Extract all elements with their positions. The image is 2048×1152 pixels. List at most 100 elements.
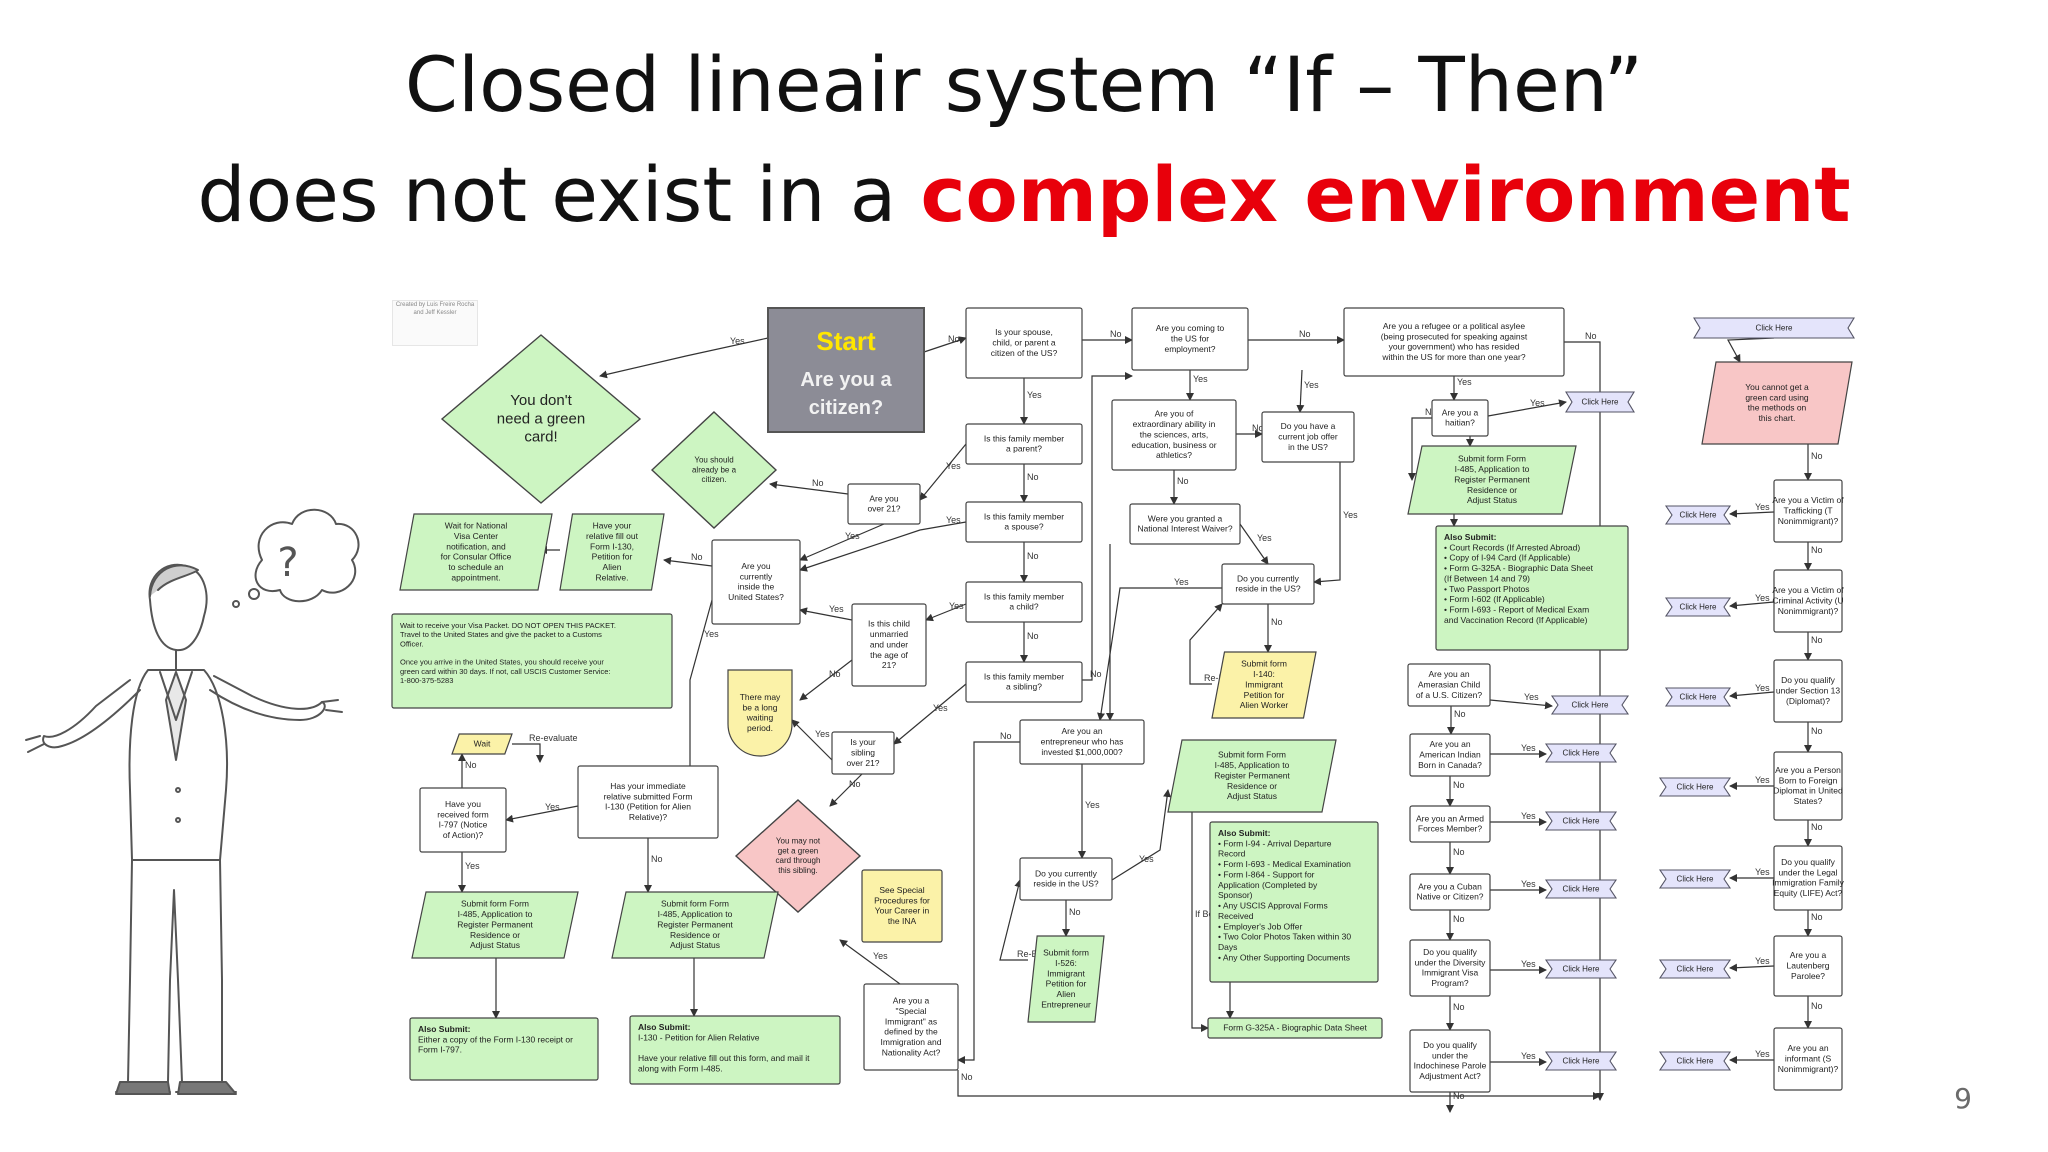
- node-text: Lautenberg: [1786, 960, 1829, 970]
- click-here-label[interactable]: Click Here: [1680, 602, 1717, 611]
- process-box: [629, 1015, 841, 1085]
- click-here-link[interactable]: Click Here: [1658, 959, 1732, 979]
- link-banner[interactable]: [1544, 879, 1618, 899]
- node-text: I-140:: [1253, 669, 1275, 679]
- click-here-link[interactable]: Click Here: [1658, 777, 1732, 797]
- link-banner[interactable]: [1658, 1051, 1732, 1071]
- connector-label: No: [1110, 329, 1122, 339]
- click-here-label[interactable]: Click Here: [1677, 1056, 1714, 1065]
- click-here-label[interactable]: Click Here: [1677, 964, 1714, 973]
- process-box: [1773, 479, 1843, 543]
- click-here-link[interactable]: Click Here: [1565, 391, 1635, 413]
- node-text: Were you granted a: [1148, 513, 1223, 523]
- process-box: [965, 501, 1083, 543]
- click-here-link[interactable]: Click Here: [1550, 695, 1630, 715]
- node-text: Immigration and: [881, 1037, 942, 1047]
- node-text: Is this child: [868, 619, 910, 629]
- node-text: Register Permanent: [1454, 474, 1530, 484]
- node-text: Register Permanent: [657, 919, 733, 929]
- node-text: a spouse?: [1004, 522, 1043, 532]
- link-banner[interactable]: [1565, 391, 1635, 413]
- click-here-link[interactable]: Click Here: [1544, 879, 1618, 899]
- node-text: Wait for National: [445, 521, 508, 531]
- click-here-link[interactable]: Click Here: [1658, 869, 1732, 889]
- connector-arrow: [1189, 603, 1223, 685]
- click-here-label[interactable]: Click Here: [1563, 816, 1600, 825]
- click-here-link[interactable]: Click Here: [1664, 687, 1732, 707]
- click-here-label[interactable]: Click Here: [1572, 700, 1609, 709]
- node-text: Trafficking (T: [1783, 505, 1832, 515]
- node-text: • Any USCIS Approval Forms: [1218, 901, 1328, 911]
- click-here-link[interactable]: Click Here: [1544, 743, 1618, 763]
- node-text: Adjust Status: [1467, 495, 1517, 505]
- process-box: [1111, 399, 1237, 471]
- click-here-link[interactable]: Click Here: [1544, 811, 1618, 831]
- node-text: Alien: [1057, 989, 1076, 999]
- link-banner[interactable]: [1664, 687, 1732, 707]
- connector-label: Yes: [1343, 510, 1358, 520]
- click-here-link[interactable]: Click Here: [1544, 1051, 1618, 1071]
- link-banner[interactable]: [1658, 777, 1732, 797]
- node-text: the age of: [870, 650, 908, 660]
- connector-arrow: [799, 607, 853, 621]
- link-banner[interactable]: [1693, 317, 1855, 339]
- link-banner[interactable]: [1544, 811, 1618, 831]
- click-here-label[interactable]: Click Here: [1680, 692, 1717, 701]
- node-text: in the US?: [1288, 442, 1328, 452]
- click-here-label[interactable]: Click Here: [1677, 782, 1714, 791]
- connector-label: No: [1453, 1002, 1465, 1012]
- connector-arrow: [1487, 399, 1567, 417]
- node-text: Residence or: [1227, 781, 1277, 791]
- click-here-label[interactable]: Click Here: [1677, 874, 1714, 883]
- click-here-link[interactable]: Click Here: [1658, 1051, 1732, 1071]
- click-here-link[interactable]: Click Here: [1664, 505, 1732, 525]
- click-here-label[interactable]: Click Here: [1563, 748, 1600, 757]
- click-here-link[interactable]: Click Here: [1693, 317, 1855, 339]
- click-here-label[interactable]: Click Here: [1563, 1056, 1600, 1065]
- click-here-link[interactable]: Click Here: [1664, 597, 1732, 617]
- process-box: [1431, 399, 1489, 437]
- node-text: the sciences, arts,: [1140, 429, 1209, 439]
- process-box: [965, 581, 1083, 623]
- node-text: Petition for: [1244, 690, 1285, 700]
- process-box: [1207, 1017, 1383, 1039]
- start-box: [767, 307, 925, 433]
- link-banner[interactable]: [1664, 597, 1732, 617]
- click-here-label[interactable]: Click Here: [1582, 397, 1619, 406]
- node-text: Do you currently: [1237, 573, 1300, 583]
- click-here-link[interactable]: Click Here: [1544, 959, 1618, 979]
- node-text: Submit form: [1043, 948, 1089, 958]
- node-text: inside the: [738, 582, 775, 592]
- node-text: Is this family member: [984, 433, 1064, 443]
- click-here-label[interactable]: Click Here: [1756, 323, 1793, 332]
- click-here-label[interactable]: Click Here: [1563, 964, 1600, 973]
- link-banner[interactable]: [1658, 959, 1732, 979]
- node-text: sibling: [851, 747, 875, 757]
- node-text: • Court Records (If Arrested Abroad): [1444, 542, 1580, 552]
- click-here-label[interactable]: Click Here: [1680, 510, 1717, 519]
- connector-label: No: [1811, 635, 1823, 645]
- node-text: I-130 - Petition for Alien Relative: [638, 1032, 760, 1042]
- link-banner[interactable]: [1544, 1051, 1618, 1071]
- node-text: green card using: [1745, 392, 1809, 402]
- link-banner[interactable]: [1658, 869, 1732, 889]
- link-banner[interactable]: [1550, 695, 1630, 715]
- process-box: [1209, 821, 1379, 983]
- node-text: the US for: [1171, 333, 1209, 343]
- click-here-label[interactable]: Click Here: [1563, 884, 1600, 893]
- process-box: [1773, 1027, 1843, 1091]
- node-text: notification, and: [446, 541, 506, 551]
- connector-label: No: [691, 552, 703, 562]
- link-banner[interactable]: [1664, 505, 1732, 525]
- link-banner[interactable]: [1544, 959, 1618, 979]
- node-spouse_q: Is your spouse,child, or parent acitizen…: [965, 307, 1083, 379]
- connector-label: No: [1177, 476, 1189, 486]
- link-banner[interactable]: [1544, 743, 1618, 763]
- node-text: Are you coming to: [1156, 323, 1225, 333]
